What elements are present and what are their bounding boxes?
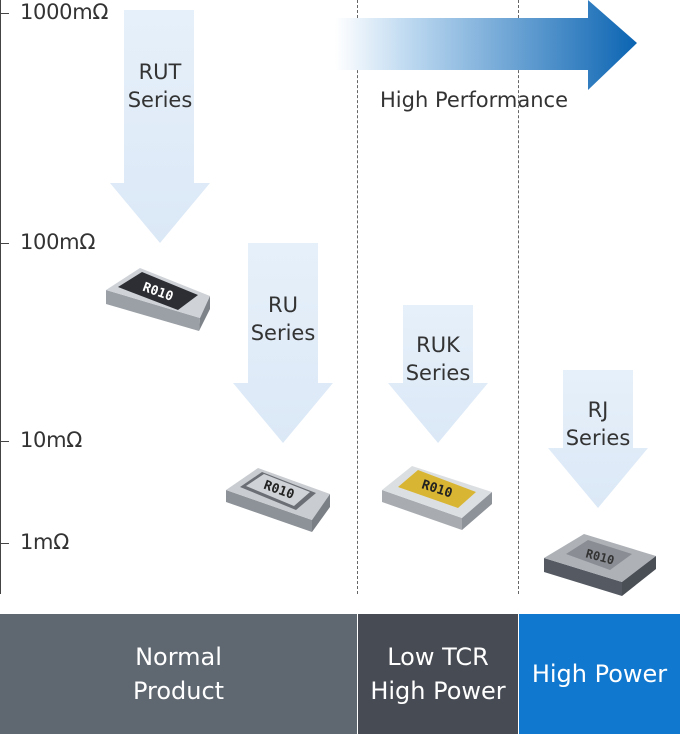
high-performance-arrow <box>335 0 637 90</box>
series-suffix: Series <box>405 361 471 385</box>
series-name: RUK <box>416 333 460 357</box>
category-line: High Power <box>531 660 668 688</box>
category-line: High Power <box>370 677 506 705</box>
ruk-chip: R010 <box>382 466 492 530</box>
series-name: RJ <box>587 398 609 422</box>
series-suffix: Series <box>565 426 631 450</box>
y-tick-label: 1000mΩ <box>20 0 109 24</box>
series-name: RU <box>268 293 298 317</box>
category-line: Normal <box>135 643 222 671</box>
category-low-tcr-high-power: Low TCR High Power <box>358 614 518 734</box>
y-axis-line <box>0 0 1 594</box>
rj-chip: R010 <box>544 534 656 596</box>
category-line: Low TCR <box>387 643 489 671</box>
column-divider <box>357 0 358 594</box>
series-label-ru: RU Series <box>223 291 343 347</box>
series-label-rj: RJ Series <box>538 396 658 452</box>
series-suffix: Series <box>127 88 193 112</box>
rj-down-arrow <box>548 370 648 508</box>
y-tick-label: 10mΩ <box>20 428 83 452</box>
column-divider <box>518 0 519 594</box>
high-performance-label: High Performance <box>380 88 569 112</box>
ru-down-arrow <box>233 243 333 443</box>
y-tick-label: 1mΩ <box>20 530 69 554</box>
series-label-ruk: RUK Series <box>378 331 498 387</box>
ruk-down-arrow <box>388 305 488 443</box>
rut-down-arrow <box>110 10 210 243</box>
category-line: Product <box>132 677 225 705</box>
y-tick-label: 100mΩ <box>20 230 96 254</box>
series-suffix: Series <box>250 321 316 345</box>
diagram-graphics: R010 R010 R010 R010 <box>106 0 656 596</box>
category-normal-product: Normal Product <box>0 614 357 734</box>
ru-chip: R010 <box>226 468 330 532</box>
category-high-power: High Power <box>519 614 680 734</box>
rut-chip: R010 <box>106 268 210 331</box>
series-label-rut: RUT Series <box>100 58 220 114</box>
series-name: RUT <box>138 60 182 84</box>
